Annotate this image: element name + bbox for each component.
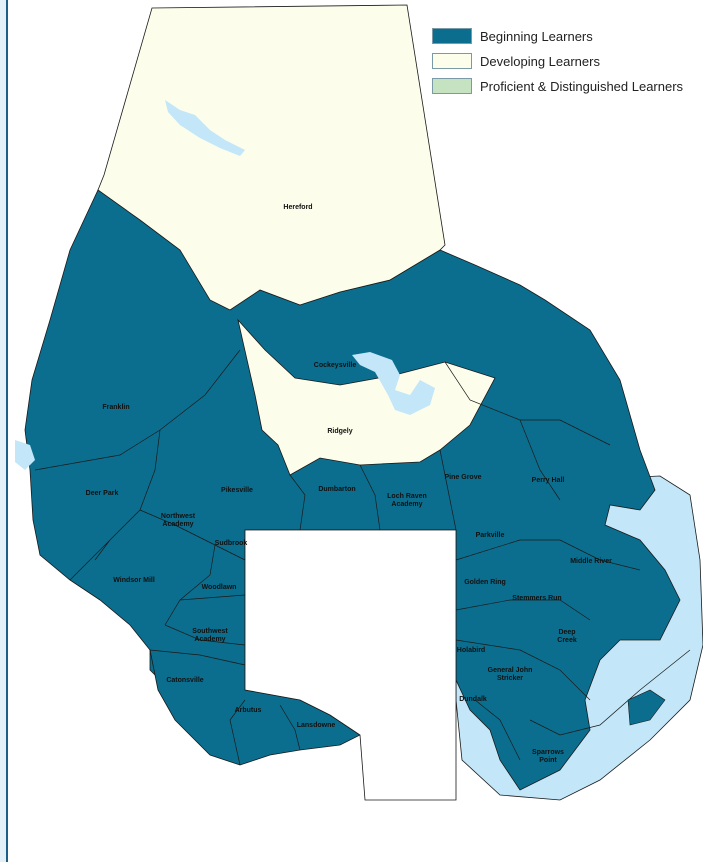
label-franklin[interactable]: Franklin — [102, 404, 130, 411]
label-deep-creek-line1: Deep — [558, 629, 576, 636]
label-dumbarton[interactable]: Dumbarton — [318, 486, 356, 493]
label-windsor-mill[interactable]: Windsor Mill — [113, 577, 155, 584]
label-cockeysville[interactable]: Cockeysville — [313, 362, 357, 369]
label-middle-river[interactable]: Middle River — [570, 558, 612, 565]
label-catonsville[interactable]: Catonsville — [166, 677, 204, 684]
label-dundalk[interactable]: Dundalk — [459, 696, 487, 703]
legend-label-beginning: Beginning Learners — [480, 28, 593, 44]
label-loch-raven-line2: Academy — [391, 501, 423, 508]
label-deer-park[interactable]: Deer Park — [85, 490, 119, 497]
label-holabird[interactable]: Holabird — [456, 647, 486, 654]
reservoir-loch-raven — [352, 352, 435, 415]
legend-swatch-proficient — [432, 78, 472, 94]
label-parkville[interactable]: Parkville — [475, 532, 505, 539]
label-gjs-line1: General John — [487, 667, 533, 674]
label-pine-grove[interactable]: Pine Grove — [444, 474, 482, 481]
label-lansdowne[interactable]: Lansdowne — [296, 722, 336, 729]
legend-item: Proficient & Distinguished Learners — [432, 74, 683, 98]
map-legend: Beginning Learners Developing Learners P… — [432, 24, 683, 99]
label-ridgely[interactable]: Ridgely — [327, 428, 353, 435]
legend-item: Beginning Learners — [432, 24, 683, 48]
hereford-region — [97, 4, 446, 311]
label-southwest-line1: Southwest — [192, 628, 228, 635]
page-left-rule — [0, 0, 8, 862]
label-northwest-line2: Academy — [162, 521, 194, 528]
legend-swatch-developing — [432, 53, 472, 69]
label-stemmers-run[interactable]: Stemmers Run — [512, 595, 562, 602]
label-hereford[interactable]: Hereford — [283, 204, 313, 211]
legend-swatch-beginning — [432, 28, 472, 44]
label-sparrows-line1: Sparrows — [532, 749, 564, 756]
hart-miller-island — [627, 689, 666, 726]
label-sudbrook[interactable]: Sudbrook — [214, 540, 248, 547]
label-southwest-line2: Academy — [194, 636, 226, 643]
district-boundaries — [34, 349, 691, 766]
legend-label-proficient: Proficient & Distinguished Learners — [480, 78, 684, 94]
label-woodlawn[interactable]: Woodlawn — [201, 584, 237, 591]
reservoir-prettyboy — [165, 100, 245, 156]
label-pikesville[interactable]: Pikesville — [221, 487, 253, 494]
western-river — [15, 440, 35, 470]
label-gjs-line2: Stricker — [496, 675, 524, 682]
label-golden-ring[interactable]: Golden Ring — [464, 579, 506, 586]
label-deep-creek-line2: Creek — [557, 637, 577, 644]
legend-label-developing: Developing Learners — [480, 53, 600, 69]
legend-item: Developing Learners — [432, 49, 683, 73]
beginning-region — [24, 189, 681, 791]
label-northwest-line1: Northwest — [160, 513, 196, 520]
label-loch-raven-line1: Loch Raven — [387, 493, 427, 500]
label-arbutus[interactable]: Arbutus — [234, 707, 262, 714]
baltimore-city-cutout — [244, 529, 457, 801]
label-sparrows-line2: Point — [539, 757, 557, 764]
label-perry-hall[interactable]: Perry Hall — [531, 477, 565, 484]
